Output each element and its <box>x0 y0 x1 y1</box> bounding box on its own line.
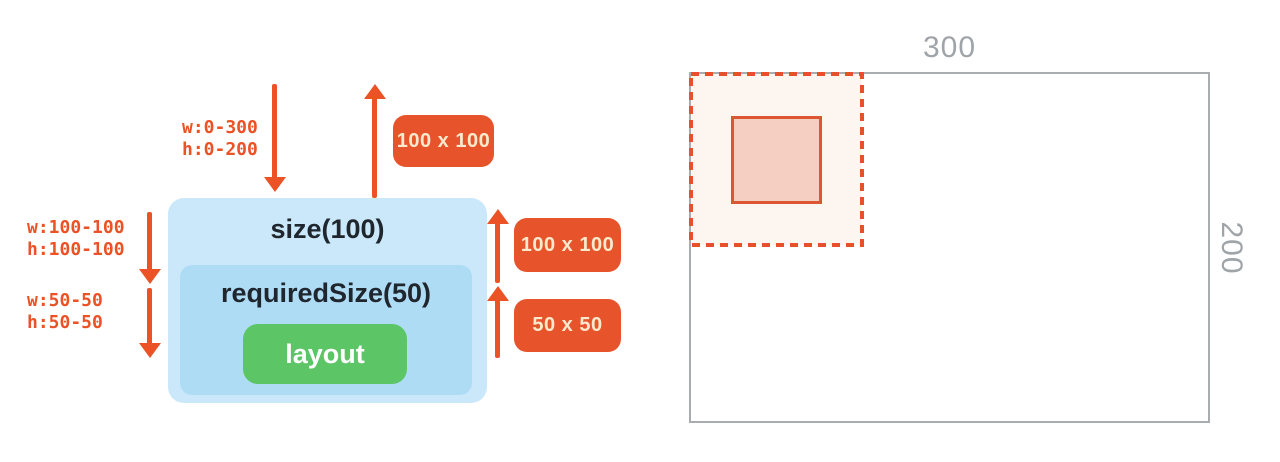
arrow-down-size-constraints-icon <box>139 212 161 284</box>
layout-node-label: layout <box>285 338 365 369</box>
actual-content-square <box>731 116 822 204</box>
required-size-constraints-width: w:50-50 <box>27 290 103 311</box>
incoming-constraints-label: w:0-300 h:0-200 <box>182 117 258 161</box>
arrow-down-required-constraints-icon <box>139 288 161 358</box>
size-constraints-label: w:100-100 h:100-100 <box>27 217 125 261</box>
layout-node-box: layout <box>243 324 407 384</box>
arrow-up-measured-size-icon <box>487 209 509 283</box>
size-badge-bottom: 50 x 50 <box>514 299 621 352</box>
arrow-down-constraints-in-icon <box>264 84 286 192</box>
size-badge-top: 100 x 100 <box>393 115 494 167</box>
parent-width-label: 300 <box>922 31 977 64</box>
size-modifier-label: size(100) <box>270 214 385 244</box>
arrow-up-layout-size-icon <box>487 286 509 358</box>
incoming-constraints-height: h:0-200 <box>182 139 258 160</box>
required-size-constraints-height: h:50-50 <box>27 312 103 333</box>
size-badge-middle: 100 x 100 <box>514 218 621 272</box>
incoming-constraints-width: w:0-300 <box>182 117 258 138</box>
size-constraints-height: h:100-100 <box>27 239 125 260</box>
required-size-modifier-label: requiredSize(50) <box>220 278 432 308</box>
size-constraints-width: w:100-100 <box>27 217 125 238</box>
arrow-up-size-out-icon <box>364 84 386 198</box>
required-size-constraints-label: w:50-50 h:50-50 <box>27 290 103 334</box>
parent-height-label: 200 <box>1215 221 1248 275</box>
